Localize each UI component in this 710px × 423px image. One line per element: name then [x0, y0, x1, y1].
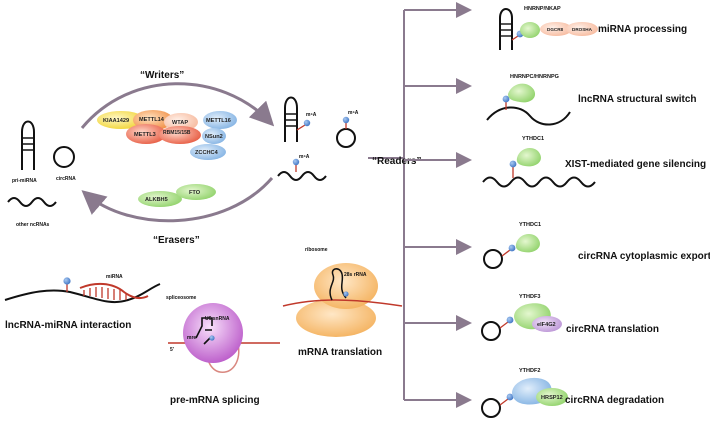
circrna-shape [53, 146, 75, 168]
methylated-circrna [336, 116, 356, 148]
writer-complex [97, 110, 237, 160]
writer-mettl3: METTL3 [134, 132, 156, 138]
reader-6-hrsp12: HRSP12 [541, 395, 563, 401]
writer-mettl16: METTL16 [206, 118, 231, 124]
readers-title: “Readers” [372, 156, 421, 167]
eraser-fto: FTO [189, 190, 201, 196]
pri-mirna-hairpin [21, 120, 35, 170]
reader-row-2-graphic [486, 83, 571, 126]
writer-wtap: WTAP [172, 120, 188, 126]
mre-label: mre [187, 335, 196, 341]
lncrna-mirna-graphic [4, 277, 161, 304]
ncrna-wave [7, 197, 57, 207]
reader-row-6-graphic [481, 377, 568, 418]
five-prime-label: 5' [170, 347, 174, 353]
reader-2-label: lncRNA structural switch [578, 94, 697, 105]
mrna-translation-label: mRNA translation [298, 347, 382, 358]
reader-branches [404, 2, 472, 408]
spliceosome-graphic [168, 303, 280, 373]
reader-5-protein: YTHDF3 [519, 294, 540, 300]
reader-5-label: circRNA translation [566, 324, 659, 335]
reader-row-3-graphic [482, 148, 596, 188]
writers-title: “Writers” [140, 70, 184, 81]
reader-6-label: circRNA degradation [565, 395, 664, 406]
eraser-fto-blob [176, 184, 216, 200]
eraser-alkbh5-blob [138, 191, 182, 207]
writer-rbm15: RBM15/15B [163, 130, 191, 136]
reader-1-dgcr8: DGCR8 [547, 27, 564, 32]
erasers-arrow [81, 177, 274, 223]
writer-zcchc4: ZCCHC4 [195, 150, 219, 156]
lncrna-mirna-label: lncRNA-miRNA interaction [5, 320, 131, 331]
reader-1-protein: HNRNP/NKAP [524, 6, 561, 12]
pri-mirna-label: pri-miRNA [12, 178, 37, 184]
reader-row-1-graphic [499, 8, 598, 50]
spliceosome-label: spliceosome [166, 295, 197, 301]
other-ncrnas-label: other ncRNAs [16, 222, 50, 228]
eraser-alkbh5: ALKBH5 [145, 197, 168, 203]
circrna-label: circRNA [56, 176, 76, 182]
m6a-label-2: m⁶A [348, 110, 359, 116]
m6a-label-1: m⁶A [306, 112, 317, 118]
reader-4-protein: YTHDC1 [519, 222, 541, 228]
rrna-28s-label: 28s rRNA [344, 272, 367, 278]
reader-6-protein: YTHDF2 [519, 368, 540, 374]
mirna-label: miRNA [106, 274, 123, 280]
reader-1-label: miRNA processing [598, 24, 687, 35]
writer-mettl14: METTL14 [139, 117, 165, 123]
u6-snrna-label: U6 snRNA [205, 316, 230, 322]
ribosome-graphic [282, 263, 403, 337]
reader-2-protein: HNRNPC/HNRNPG [510, 74, 559, 80]
writers-arrow [80, 82, 275, 129]
reader-row-4-graphic [483, 234, 540, 269]
pre-mrna-label: pre-mRNA splicing [170, 395, 260, 406]
writer-nsun2: NSun2 [205, 134, 223, 140]
reader-3-label: XIST-mediated gene silencing [565, 159, 706, 170]
ribosome-label: ribosome [305, 247, 328, 253]
reader-1-drosha: DROSHA [572, 27, 593, 32]
m6a-label-3: m⁶A [299, 154, 310, 160]
methylated-ncrna [277, 158, 327, 181]
methylated-hairpin [284, 96, 311, 142]
reader-row-5-graphic [481, 303, 562, 341]
writer-kiaa1429: KIAA1429 [103, 118, 129, 124]
reader-3-protein: YTHDC1 [522, 136, 544, 142]
reader-4-label: circRNA cytoplasmic export [578, 251, 710, 262]
reader-5-eif4g2: eIF4G2 [537, 322, 556, 328]
erasers-title: “Erasers” [153, 235, 200, 246]
